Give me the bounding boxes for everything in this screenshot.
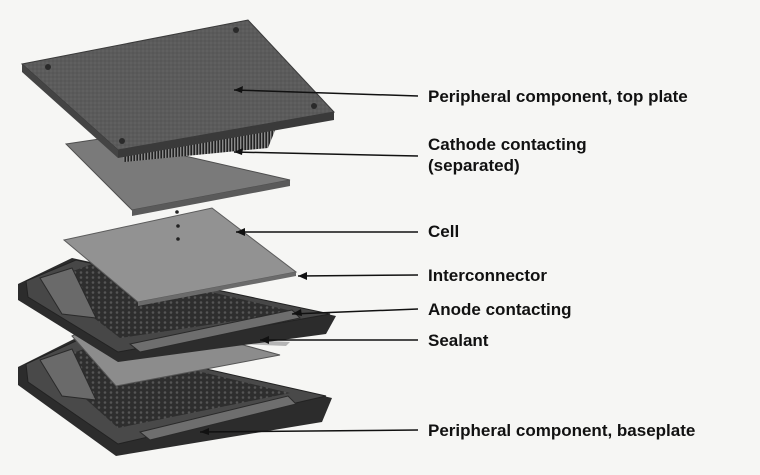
arrowhead-anode bbox=[292, 309, 302, 316]
arrowhead-baseplate bbox=[200, 428, 209, 435]
arrowhead-interconnector bbox=[298, 272, 307, 280]
label-sealant: Sealant bbox=[428, 331, 489, 350]
arrowhead-cathode bbox=[234, 148, 243, 155]
label-anode-contacting: Anode contacting bbox=[428, 300, 572, 319]
label-cathode-contacting: Cathode contacting bbox=[428, 135, 587, 154]
arrowhead-cell bbox=[236, 228, 245, 236]
leader-line-anode bbox=[291, 308, 419, 315]
label-cell: Cell bbox=[428, 222, 460, 241]
label-top-plate: Peripheral component, top plate bbox=[428, 87, 688, 106]
label-baseplate: Peripheral component, baseplate bbox=[428, 421, 696, 440]
leader-line-baseplate bbox=[199, 429, 419, 433]
leader-line-cathode bbox=[233, 151, 419, 157]
leader-line-interconnector bbox=[297, 274, 419, 277]
alignment-dots bbox=[175, 210, 180, 241]
arrowhead-top-plate bbox=[234, 86, 243, 93]
top-plate-layer bbox=[20, 19, 335, 158]
interconnector-layer bbox=[18, 258, 336, 362]
label-cathode-separated: (separated) bbox=[428, 156, 520, 175]
arrowhead-sealant bbox=[260, 336, 269, 344]
leader-line-top-plate bbox=[233, 89, 419, 97]
label-interconnector: Interconnector bbox=[428, 266, 548, 285]
